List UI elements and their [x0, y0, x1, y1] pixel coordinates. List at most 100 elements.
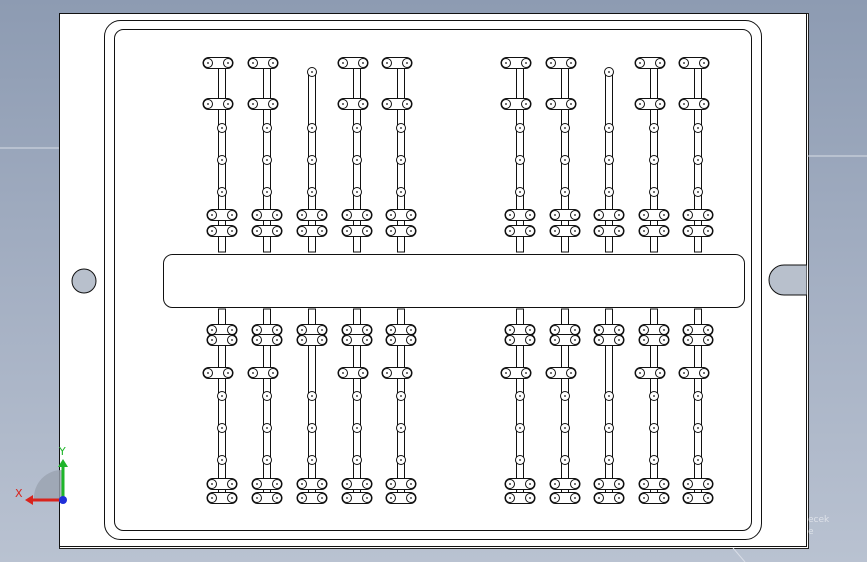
pin-lower-8-1-center [653, 427, 655, 429]
pin-bottom-b-l-2-center [301, 497, 303, 499]
pin-bottom-b-l-7-center [598, 497, 600, 499]
pin-bottom-a-l-4-center [390, 483, 392, 485]
pin-lower-b-l-6-center [554, 339, 556, 341]
pin-top-b-r-1-center [272, 103, 274, 105]
pin-upper-d-l-3-center [346, 230, 348, 232]
pin-top-b-l-3-center [342, 103, 344, 105]
pin-upper-d-r-7-center [618, 230, 620, 232]
pin-lower-b-r-5-center [529, 339, 531, 341]
pin-upper-d-r-1-center [276, 230, 278, 232]
pin-lower-b-l-5-center [509, 339, 511, 341]
pin-upper-8-0-center [653, 127, 655, 129]
pin-lower-4-0-center [400, 395, 402, 397]
pin-top-a-r-9-center [703, 62, 705, 64]
pin-lower-c-r-0-center [227, 372, 229, 374]
pin-lower-a-l-0-center [211, 329, 213, 331]
pin-lower-a-r-8-center [663, 329, 665, 331]
pin-upper-d-l-8-center [643, 230, 645, 232]
pin-upper-1-0-center [266, 127, 268, 129]
pin-upper-c-r-1-center [276, 214, 278, 216]
pin-upper-4-0-center [400, 127, 402, 129]
pin-upper-c-l-3-center [346, 214, 348, 216]
pin-upper-1-1-center [266, 159, 268, 161]
pin-lower-5-0-center [519, 395, 521, 397]
pin-lower-a-l-9-center [687, 329, 689, 331]
pin-upper-7-2-center [608, 191, 610, 193]
watermark: ecek e [808, 514, 866, 538]
pin-lower-c-l-3-center [342, 372, 344, 374]
pin-lower-4-1-center [400, 427, 402, 429]
pin-lower-7-2-center [608, 459, 610, 461]
pin-upper-d-l-7-center [598, 230, 600, 232]
pin-bottom-b-r-3-center [366, 497, 368, 499]
pin-upper-c-l-4-center [390, 214, 392, 216]
pin-bottom-b-l-0-center [211, 497, 213, 499]
pin-upper-c-r-5-center [529, 214, 531, 216]
pin-top-a-l-6-center [550, 62, 552, 64]
pin-upper-6-1-center [564, 159, 566, 161]
pin-bottom-b-l-6-center [554, 497, 556, 499]
pin-lower-a-r-1-center [276, 329, 278, 331]
pin-lower-7-0-center [608, 395, 610, 397]
pin-top-b-r-8-center [659, 103, 661, 105]
pin-lower-b-r-7-center [618, 339, 620, 341]
pin-upper-6-2-center [564, 191, 566, 193]
pin-upper-c-r-4-center [410, 214, 412, 216]
pin-upper-d-r-5-center [529, 230, 531, 232]
pin-bottom-b-r-4-center [410, 497, 412, 499]
pin-bottom-a-r-5-center [529, 483, 531, 485]
pin-top-a-r-6-center [570, 62, 572, 64]
pin-lower-a-l-6-center [554, 329, 556, 331]
watermark-line-1: ecek [808, 515, 830, 525]
pin-upper-c-l-2-center [301, 214, 303, 216]
pin-upper-2-0-center [311, 127, 313, 129]
pin-lower-1-1-center [266, 427, 268, 429]
pin-top-a-l-4-center [386, 62, 388, 64]
pin-lower-9-1-center [697, 427, 699, 429]
pin-lower-2-2-center [311, 459, 313, 461]
pin-upper-d-r-3-center [366, 230, 368, 232]
pin-upper-start-2-center [311, 71, 313, 73]
pin-upper-9-0-center [697, 127, 699, 129]
pin-bottom-b-l-8-center [643, 497, 645, 499]
pin-lower-9-2-center [697, 459, 699, 461]
pin-lower-c-r-5-center [525, 372, 527, 374]
pin-top-a-l-1-center [252, 62, 254, 64]
pin-bottom-a-l-3-center [346, 483, 348, 485]
pin-bottom-a-r-4-center [410, 483, 412, 485]
pin-lower-b-r-1-center [276, 339, 278, 341]
pin-upper-4-2-center [400, 191, 402, 193]
pin-upper-d-r-8-center [663, 230, 665, 232]
pin-lower-b-l-0-center [211, 339, 213, 341]
pin-lower-a-l-3-center [346, 329, 348, 331]
pocket-outer-edge [104, 20, 762, 540]
pin-lower-6-0-center [564, 395, 566, 397]
x-axis-arrow [25, 495, 33, 505]
pin-upper-c-r-7-center [618, 214, 620, 216]
pin-lower-c-r-4-center [406, 372, 408, 374]
pin-upper-5-2-center [519, 191, 521, 193]
pin-lower-8-0-center [653, 395, 655, 397]
pin-bottom-b-r-0-center [231, 497, 233, 499]
pin-lower-6-2-center [564, 459, 566, 461]
pin-upper-9-1-center [697, 159, 699, 161]
pin-lower-c-l-4-center [386, 372, 388, 374]
pin-top-b-l-9-center [683, 103, 685, 105]
pin-upper-d-l-6-center [554, 230, 556, 232]
pin-lower-c-r-9-center [703, 372, 705, 374]
pin-upper-7-0-center [608, 127, 610, 129]
pin-upper-6-0-center [564, 127, 566, 129]
pin-upper-c-l-6-center [554, 214, 556, 216]
pin-lower-a-l-5-center [509, 329, 511, 331]
pin-lower-a-r-3-center [366, 329, 368, 331]
pin-bottom-b-r-2-center [321, 497, 323, 499]
pin-top-a-l-0-center [207, 62, 209, 64]
pin-upper-c-l-0-center [211, 214, 213, 216]
pin-lower-c-r-3-center [362, 372, 364, 374]
pin-lower-a-l-7-center [598, 329, 600, 331]
pin-bottom-b-l-5-center [509, 497, 511, 499]
pin-lower-a-r-5-center [529, 329, 531, 331]
pin-lower-3-2-center [356, 459, 358, 461]
